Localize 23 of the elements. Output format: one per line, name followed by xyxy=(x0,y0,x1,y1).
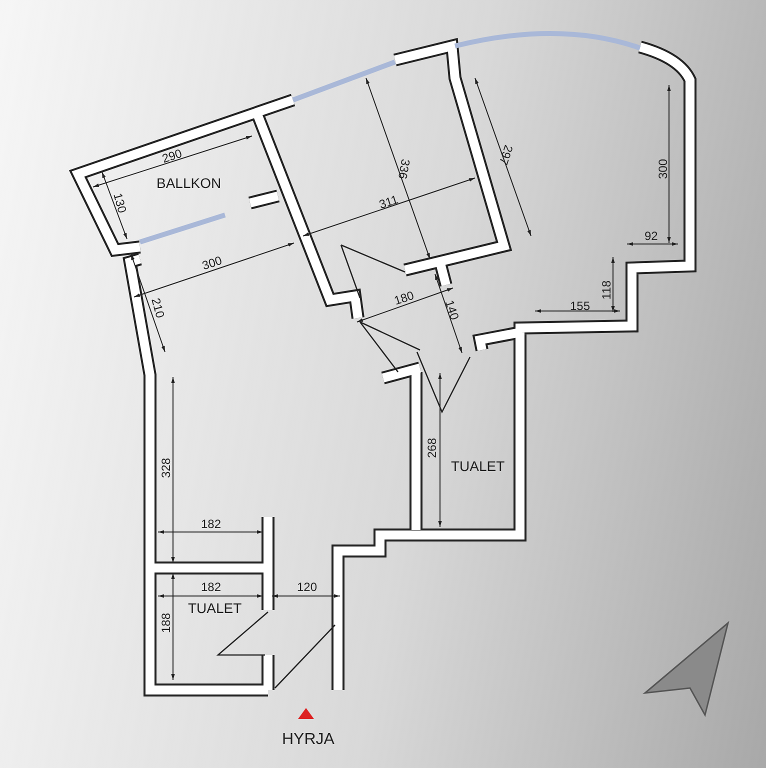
dimension-label: 336 xyxy=(396,158,412,180)
dimension-label: 180 xyxy=(392,289,416,307)
dimension-label: 210 xyxy=(150,296,166,320)
dimension-label: 140 xyxy=(443,298,461,322)
dimension-label: 188 xyxy=(160,612,172,634)
dimension-label: 130 xyxy=(112,192,128,214)
entrance-label: HYRJA xyxy=(282,732,334,748)
dimension-label: 297 xyxy=(497,144,515,166)
dimension-label: 300 xyxy=(200,254,224,272)
dimension-label: 328 xyxy=(160,458,172,478)
room-label: TUALET xyxy=(451,459,505,473)
dimension-label: 300 xyxy=(657,158,670,180)
dimension-label: 118 xyxy=(600,280,612,300)
dimension-label: 311 xyxy=(377,193,400,211)
dimension-label: 182 xyxy=(201,581,222,593)
dimension-label: 155 xyxy=(570,300,590,312)
room-label: TUALET xyxy=(188,601,242,615)
dimension-label: 182 xyxy=(201,518,222,530)
dimension-label: 120 xyxy=(297,581,318,593)
dimension-label: 92 xyxy=(644,230,658,242)
dimension-label: 290 xyxy=(160,147,184,165)
dimension-label: 268 xyxy=(426,438,438,458)
room-label: BALLKON xyxy=(156,176,222,190)
